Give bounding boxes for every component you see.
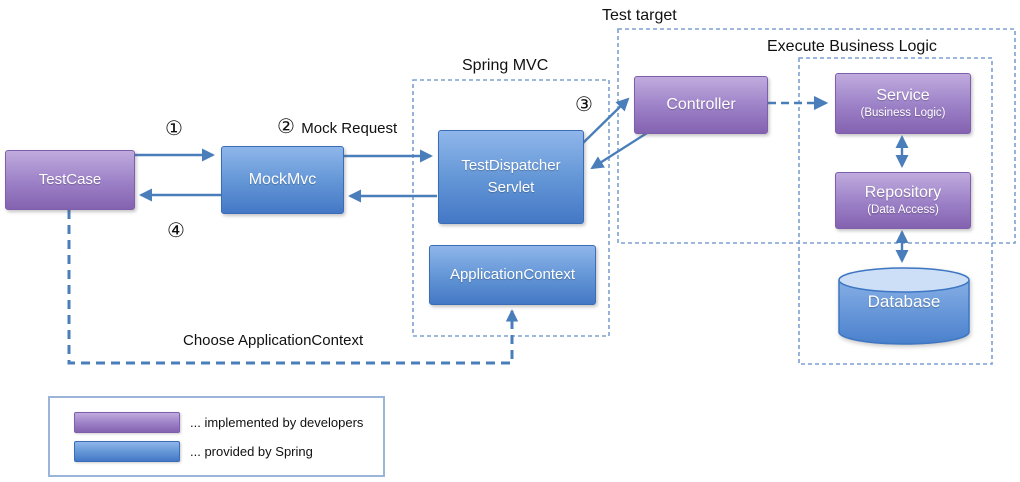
application-context-label: ApplicationContext	[449, 266, 576, 284]
step2-annotation: ② Mock Request	[277, 114, 397, 138]
repository-node: Repository (Data Access)	[835, 172, 971, 229]
service-label: Service	[876, 87, 930, 105]
spring-mvc-label: Spring MVC	[462, 57, 549, 74]
controller-node: Controller	[634, 76, 768, 134]
test-dispatcher-servlet-label: TestDispatcher Servlet	[461, 156, 561, 197]
testcase-node: TestCase	[5, 150, 135, 210]
repository-label: Repository	[864, 184, 942, 202]
blue-swatch	[74, 440, 180, 462]
purple-swatch	[74, 411, 180, 433]
legend-spring-label: ... provided by Spring	[190, 443, 313, 459]
test-target-label: Test target	[602, 7, 677, 24]
database-label: Database	[867, 292, 941, 311]
execute-business-logic-group-box	[798, 57, 993, 365]
service-node: Service (Business Logic)	[835, 73, 971, 134]
test-dispatcher-servlet-node: TestDispatcher Servlet	[438, 130, 584, 224]
step3-annotation: ③	[575, 92, 593, 116]
service-sublabel: (Business Logic)	[860, 106, 946, 119]
database-cylinder	[838, 267, 970, 345]
choose-application-context-note: Choose ApplicationContext	[183, 332, 364, 349]
execute-business-logic-label: Execute Business Logic	[767, 38, 937, 55]
step2-number: ②	[277, 114, 295, 138]
mockmvc-node: MockMvc	[221, 146, 344, 214]
connector-testcase-to-applicationcontext	[67, 210, 519, 365]
arrow-controller-to-dispatcher	[590, 131, 648, 170]
legend-item-spring: ... provided by Spring	[74, 440, 383, 462]
legend-item-developers: ... implemented by developers	[74, 411, 383, 433]
mockmvc-label: MockMvc	[248, 170, 317, 188]
step1-annotation: ①	[165, 116, 183, 140]
test-target-group-box	[617, 28, 1016, 244]
application-context-node: ApplicationContext	[429, 245, 596, 305]
legend-developers-label: ... implemented by developers	[190, 414, 364, 430]
step4-annotation: ④	[167, 218, 185, 242]
repository-sublabel: (Data Access)	[867, 203, 939, 216]
testcase-label: TestCase	[38, 171, 102, 189]
arrow-dispatcher-to-controller	[582, 97, 630, 144]
step2-text: Mock Request	[301, 120, 398, 137]
controller-label: Controller	[666, 95, 736, 113]
legend-box: ... implemented by developers ... provid…	[48, 396, 385, 477]
